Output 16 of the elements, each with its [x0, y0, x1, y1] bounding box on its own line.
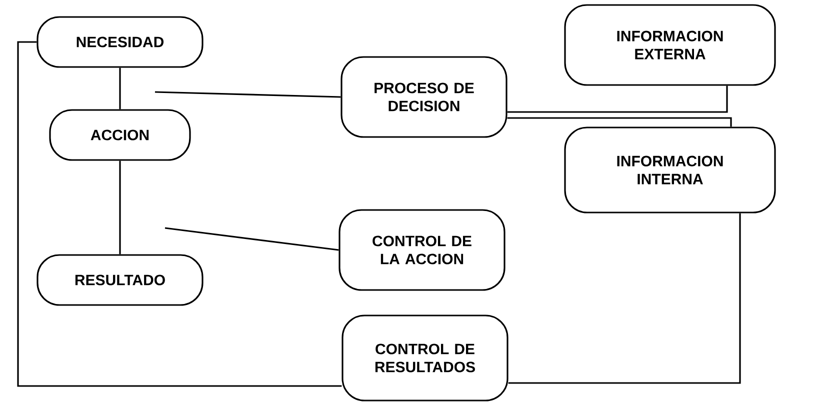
connector-line — [164, 227, 339, 251]
connector-line — [507, 117, 732, 127]
rounded-box: NECESIDAD — [36, 16, 204, 68]
connector-line — [508, 213, 741, 384]
rounded-box: RESULTADO — [36, 254, 204, 306]
rounded-box: PROCESO DE DECISION — [340, 56, 508, 138]
connector-line — [17, 41, 342, 387]
connector-line — [154, 91, 341, 98]
rounded-box: CONTROL DE RESULTADOS — [342, 314, 508, 402]
rounded-box: CONTROL DE LA ACCION — [338, 209, 506, 291]
rounded-box: INFORMACION EXTERNA — [564, 4, 776, 86]
rounded-box: ACCION — [49, 109, 191, 161]
connector-line — [119, 160, 121, 254]
connector-line — [507, 86, 728, 113]
connector-line — [119, 68, 121, 110]
rounded-box: INFORMACION INTERNA — [564, 126, 776, 214]
